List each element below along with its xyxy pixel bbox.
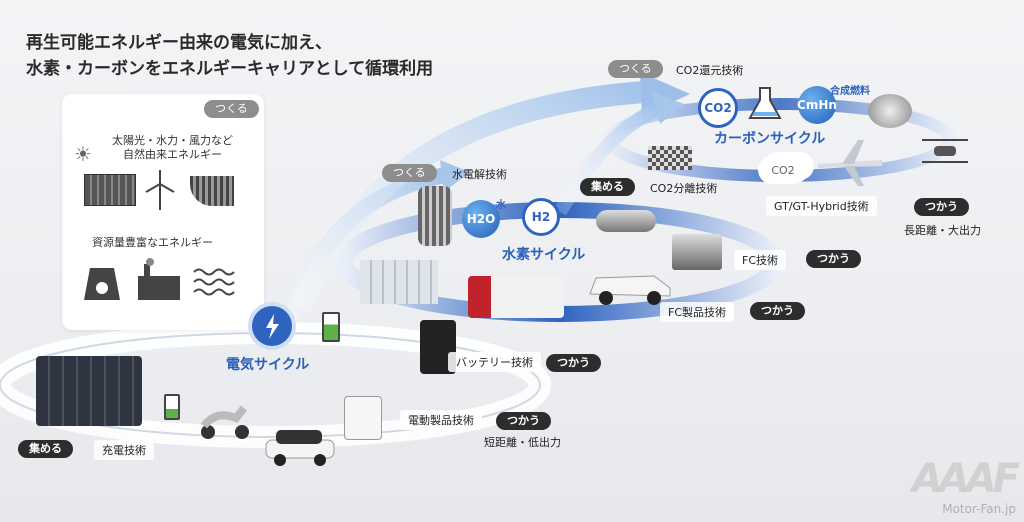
watermark-site: Motor-Fan.jp (942, 502, 1016, 516)
drone-image (922, 139, 968, 163)
co2-reduction-tag: つくる (608, 60, 663, 78)
electrolysis-tag: つくる (382, 164, 437, 182)
battery-tag: つかう (546, 354, 601, 372)
factory-icon (138, 258, 180, 300)
battery-label: バッテリー技術 (448, 352, 541, 372)
synthetic-fuel-text: 合成燃料 (830, 86, 870, 97)
energy-source-panel: つくる ☀ 太陽光・水力・風力など 自然由来エネルギー 資源量豊富なエネルギー (62, 94, 264, 330)
electrolysis-label: 水電解技術 (452, 168, 507, 181)
electrolyzer-image (418, 186, 452, 246)
fc-suv-image (584, 266, 676, 306)
page-title: 再生可能エネルギー由来の電気に加え、 水素・カーボンをエネルギーキャリアとして循… (26, 30, 433, 82)
fc-module-image (672, 234, 722, 270)
arrow-to-carbon (289, 81, 646, 315)
nuclear-plant-icon (84, 268, 120, 300)
resource-text: 資源量豊富なエネルギー (92, 236, 213, 249)
co2-separation-tag: 集める (580, 178, 635, 196)
short-range-text: 短距離・低出力 (484, 436, 561, 449)
fc-label: FC技術 (734, 250, 787, 270)
gt-hybrid-tag: つかう (914, 198, 969, 216)
co2-badge-text: CO2 (704, 101, 732, 115)
electric-products-tag: つかう (496, 412, 551, 430)
scooter-image (196, 400, 254, 440)
watermark: AAAF Motor-Fan.jp (911, 456, 1020, 516)
co2-reduction-label: CO2還元技術 (676, 64, 744, 77)
separation-membrane-image (648, 146, 692, 170)
electric-products-label: 電動製品技術 (400, 410, 482, 430)
cmhn-molecule-icon: CmHn (797, 86, 837, 124)
co2-cloud-text: CO2 (771, 163, 795, 177)
wind-turbine-icon (145, 170, 175, 210)
co2-badge-icon: CO2 (698, 88, 738, 128)
co2-cloud-icon: CO2 (760, 158, 806, 182)
title-line-1: 再生可能エネルギー由来の電気に加え、 (26, 33, 332, 53)
solar-panel-icon (84, 174, 136, 206)
h2-molecule-icon: H2 (522, 198, 560, 236)
flask-icon (748, 87, 782, 119)
charging-tag: 集める (18, 440, 73, 458)
fc-truck-image (468, 276, 564, 318)
engine-image (868, 94, 912, 128)
long-range-text: 長距離・大出力 (904, 224, 981, 237)
panel-tag: つくる (204, 100, 259, 118)
dam-icon (190, 176, 234, 206)
carbon-cycle-label: カーボンサイクル (714, 131, 826, 147)
cmhn-text: CmHn (797, 98, 837, 112)
charging-station-image (36, 356, 142, 426)
arrow-hydrogen-to-carbon (553, 101, 663, 216)
water-text: 水 (496, 200, 506, 211)
renewable-text: 太陽光・水力・風力など 自然由来エネルギー (112, 134, 233, 161)
battery-level-icon (322, 312, 340, 342)
compact-car-image (262, 426, 338, 466)
lightning-icon (252, 306, 292, 346)
hydrogen-cycle-label: 水素サイクル (502, 247, 586, 263)
gt-hybrid-label: GT/GT-Hybrid技術 (766, 196, 877, 216)
fc-products-tag: つかう (750, 302, 805, 320)
aircraft-image (818, 140, 882, 186)
fc-tag: つかう (806, 250, 861, 268)
hydrogen-tank-image (596, 210, 656, 232)
charging-label: 充電技術 (94, 440, 154, 460)
battery-icon (164, 394, 180, 420)
title-line-2: 水素・カーボンをエネルギーキャリアとして循環利用 (26, 59, 434, 79)
sun-icon: ☀ (74, 142, 92, 166)
co2-separation-label: CO2分離技術 (650, 182, 718, 195)
watermark-logo: AAAF (911, 456, 1020, 502)
h2o-text: H2O (466, 212, 496, 226)
fc-products-label: FC製品技術 (660, 302, 735, 322)
wave-icon (193, 268, 235, 296)
electric-cycle-label: 電気サイクル (226, 357, 310, 373)
h2-text: H2 (531, 210, 551, 224)
portable-battery-image (344, 396, 382, 440)
h2o-molecule-icon: H2O (462, 200, 500, 238)
stationary-fc-image (360, 260, 438, 304)
